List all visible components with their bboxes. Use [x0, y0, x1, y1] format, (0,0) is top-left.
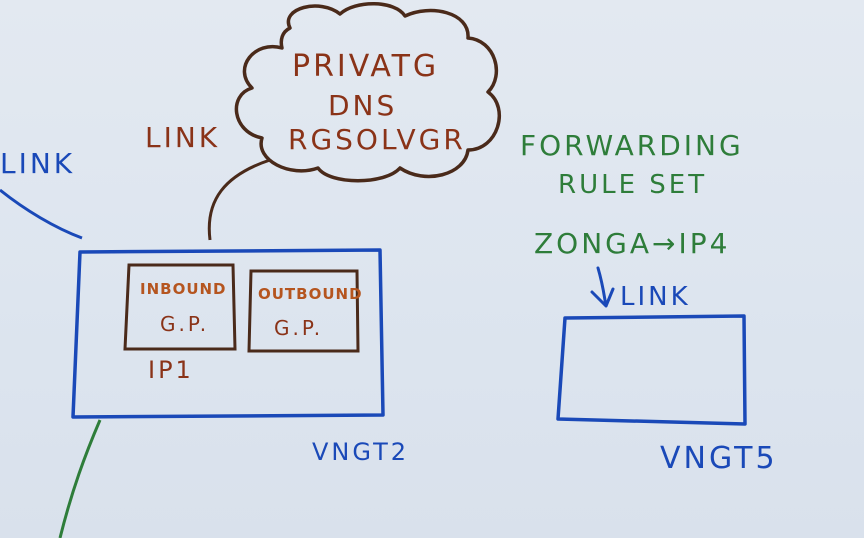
link-label-brown: LINK	[145, 121, 221, 154]
cloud-text-resolver: RGSOLVGR	[288, 123, 466, 156]
ip1-label: IP1	[148, 356, 194, 384]
cloud-text-private: PRIVATG	[292, 49, 440, 84]
inbound-ep-label: G.P.	[160, 312, 210, 336]
rule-set-label: RULE SET	[558, 170, 708, 200]
zone-rule-label: ZONGA→IP4	[534, 227, 731, 260]
green-connector-line	[58, 419, 102, 538]
vnet2-label: VNGT2	[312, 438, 410, 466]
inbound-label: INBOUND	[140, 280, 227, 298]
outbound-ep-box	[247, 269, 360, 353]
vnet5-box	[556, 314, 747, 426]
down-arrow-icon	[590, 266, 615, 308]
inbound-ep-box	[123, 263, 237, 351]
vnet5-label: VNGT5	[660, 441, 778, 476]
link-label-right: LINK	[620, 282, 691, 312]
forwarding-label: FORWARDING	[520, 129, 744, 162]
link-label-blue: LINK	[0, 147, 76, 180]
cloud-to-vnet-connector	[207, 158, 271, 241]
vnet2-box	[71, 248, 385, 419]
left-link-connector	[0, 188, 83, 240]
outbound-ep-label: G.P.	[274, 316, 324, 340]
private-dns-resolver-cloud	[234, 2, 502, 183]
cloud-text-dns: DNS	[328, 89, 398, 122]
outbound-label: OUTBOUND	[258, 285, 363, 303]
